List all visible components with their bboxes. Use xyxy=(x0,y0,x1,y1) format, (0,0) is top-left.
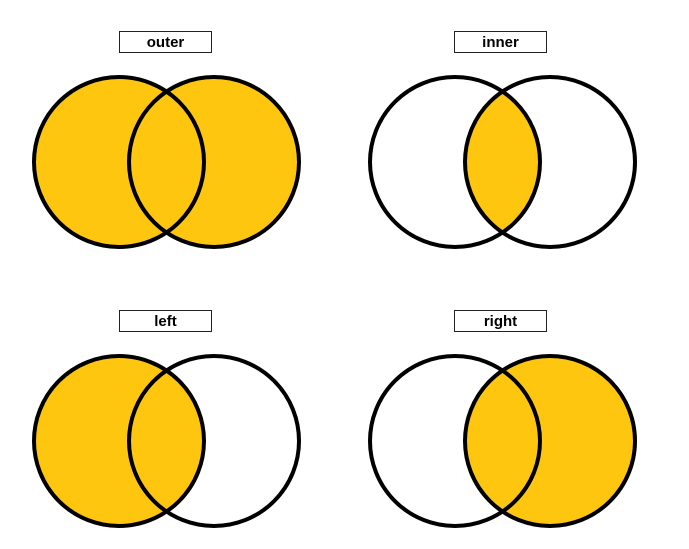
inner-left-circle-outline xyxy=(368,75,542,249)
outer-right-circle-fill xyxy=(129,77,299,247)
inner-join-venn xyxy=(368,75,637,249)
outer-left-circle-outline xyxy=(32,75,206,249)
inner-right-circle-outline xyxy=(463,75,637,249)
left-right-circle-outline xyxy=(127,354,301,528)
outer-join-venn xyxy=(32,75,301,249)
right-join-label: right xyxy=(454,310,547,332)
inner-join-label: inner xyxy=(454,31,547,53)
right-right-circle-outline xyxy=(463,354,637,528)
outer-right-circle-outline xyxy=(127,75,301,249)
inner-intersection-fill xyxy=(465,77,540,247)
right-join-venn xyxy=(368,354,637,528)
left-join-label: left xyxy=(119,310,212,332)
outer-join-label: outer xyxy=(119,31,212,53)
left-left-circle-outline xyxy=(32,354,206,528)
left-join-venn xyxy=(32,354,301,528)
right-left-circle-outline xyxy=(368,354,542,528)
right-right-circle-fill xyxy=(465,356,635,526)
left-left-circle-fill xyxy=(34,356,204,526)
